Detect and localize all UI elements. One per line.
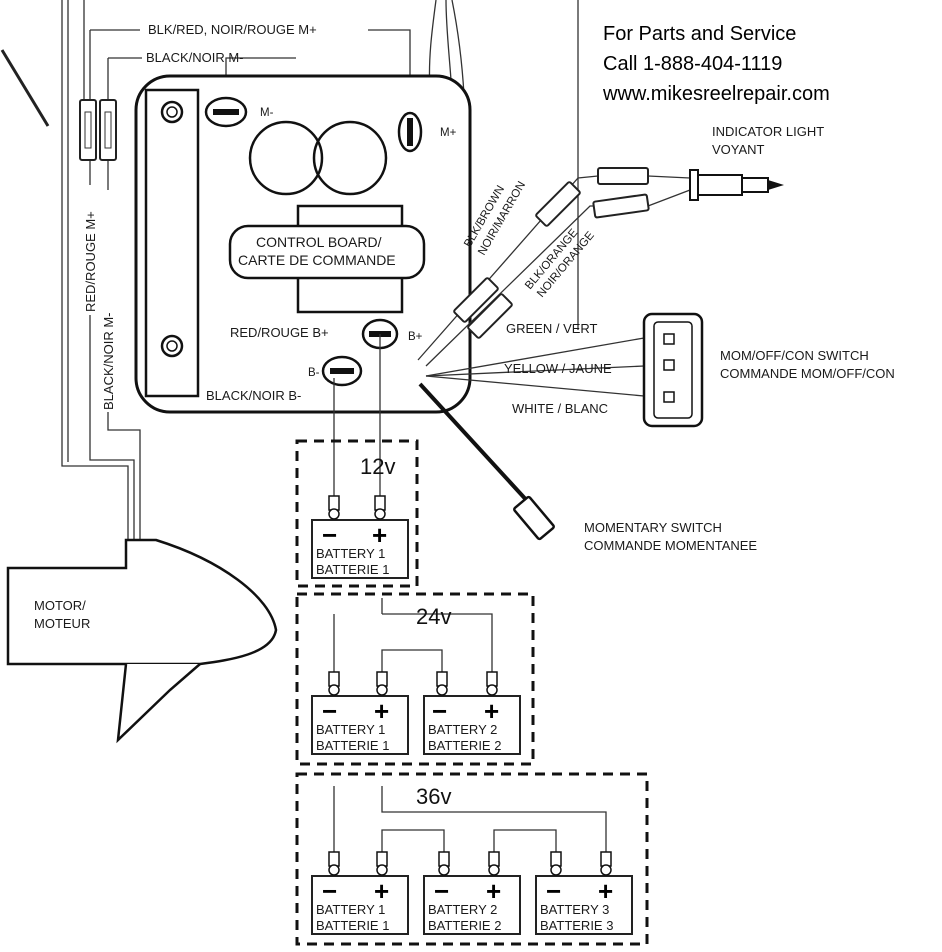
battery-label-fr: BATTERIE 2 <box>428 738 501 753</box>
motor-label-2: MOTEUR <box>34 616 90 631</box>
battery-label-fr: BATTERIE 2 <box>428 918 501 933</box>
battery-minus-sign: − <box>432 696 447 726</box>
battery-36v-wiring <box>333 786 607 852</box>
switch-label-1: MOM/OFF/CON SWITCH <box>720 348 869 363</box>
battery-plus-sign: + <box>374 876 389 906</box>
battery-label-en: BATTERY 1 <box>316 902 385 917</box>
battery-minus-sign: − <box>546 876 561 906</box>
terminal-label-m-plus: M+ <box>440 127 457 139</box>
terminal-label-b-minus: B- <box>308 367 320 379</box>
shaft-stroke <box>0 49 50 127</box>
battery-minus-sign: − <box>322 696 337 726</box>
momentary-switch-icon <box>418 382 555 541</box>
battery-label-fr: BATTERIE 1 <box>316 918 389 933</box>
wire-label-green: GREEN / VERT <box>506 321 598 336</box>
battery-12v-1 <box>311 495 409 579</box>
wire-label-yellow: YELLOW / JAUNE <box>504 361 612 376</box>
harness-connectors <box>453 167 650 339</box>
battery-plus-sign: + <box>374 696 389 726</box>
housing-outline <box>61 0 579 545</box>
indicator-label-1: INDICATOR LIGHT <box>712 124 824 139</box>
indicator-light-icon <box>689 169 784 201</box>
battery-label-fr: BATTERIE 1 <box>316 738 389 753</box>
inline-connector-left <box>79 99 117 161</box>
battery-label-en: BATTERY 3 <box>540 902 609 917</box>
mom-off-con-switch-icon <box>642 312 704 428</box>
board-label-2: CARTE DE COMMANDE <box>238 252 396 268</box>
voltage-12v: 12v <box>360 454 395 479</box>
battery-plus-sign: + <box>486 876 501 906</box>
wire-label-red-b-plus: RED/ROUGE B+ <box>230 325 329 340</box>
battery-36v-1 <box>311 851 409 935</box>
terminal-b-minus <box>321 355 363 387</box>
battery-label-en: BATTERY 1 <box>316 546 385 561</box>
terminal-m-minus <box>204 96 248 128</box>
terminal-m-plus <box>397 111 423 153</box>
wire-label-red-m-plus: RED/ROUGE M+ <box>83 211 98 312</box>
battery-label-en: BATTERY 2 <box>428 902 497 917</box>
momentary-label-2: COMMANDE MOMENTANEE <box>584 538 757 553</box>
battery-24v-wiring <box>333 598 493 672</box>
battery-plus-sign: + <box>484 696 499 726</box>
battery-24v-2 <box>423 671 521 755</box>
switch-label-2: COMMANDE MOM/OFF/CON <box>720 366 895 381</box>
service-line-2: Call 1-888-404-1119 <box>603 53 782 75</box>
terminal-label-b-plus: B+ <box>408 331 423 343</box>
battery-minus-sign: − <box>322 520 337 550</box>
board-label-1: CONTROL BOARD/ <box>256 234 382 250</box>
battery-minus-sign: − <box>434 876 449 906</box>
voltage-36v: 36v <box>416 784 451 809</box>
terminal-label-m-minus: M- <box>260 107 274 119</box>
service-line-3: www.mikesreelrepair.com <box>602 83 830 105</box>
wire-label-black-b-minus: BLACK/NOIR B- <box>206 388 301 403</box>
service-line-1: For Parts and Service <box>603 23 796 45</box>
battery-label-en: BATTERY 1 <box>316 722 385 737</box>
battery-plus-sign: + <box>598 876 613 906</box>
battery-label-en: BATTERY 2 <box>428 722 497 737</box>
battery-label-fr: BATTERIE 3 <box>540 918 613 933</box>
indicator-label-2: VOYANT <box>712 142 765 157</box>
wire-label-m-plus-top: BLK/RED, NOIR/ROUGE M+ <box>148 22 317 37</box>
battery-label-fr: BATTERIE 1 <box>316 562 389 577</box>
battery-group-36v <box>295 772 649 946</box>
voltage-24v: 24v <box>416 604 451 629</box>
battery-plus-sign: + <box>372 520 387 550</box>
motor-label-1: MOTOR/ <box>34 598 86 613</box>
battery-group-12v <box>295 439 419 588</box>
wire-label-black-m-minus: BLACK/NOIR M- <box>101 312 116 410</box>
momentary-label-1: MOMENTARY SWITCH <box>584 520 722 535</box>
battery-24v-1 <box>311 671 409 755</box>
motor-icon <box>6 538 278 744</box>
wire-label-m-minus-top: BLACK/NOIR M- <box>146 50 244 65</box>
battery-36v-3 <box>535 851 633 935</box>
battery-minus-sign: − <box>322 876 337 906</box>
battery-36v-2 <box>423 851 521 935</box>
wire-label-white: WHITE / BLANC <box>512 401 608 416</box>
